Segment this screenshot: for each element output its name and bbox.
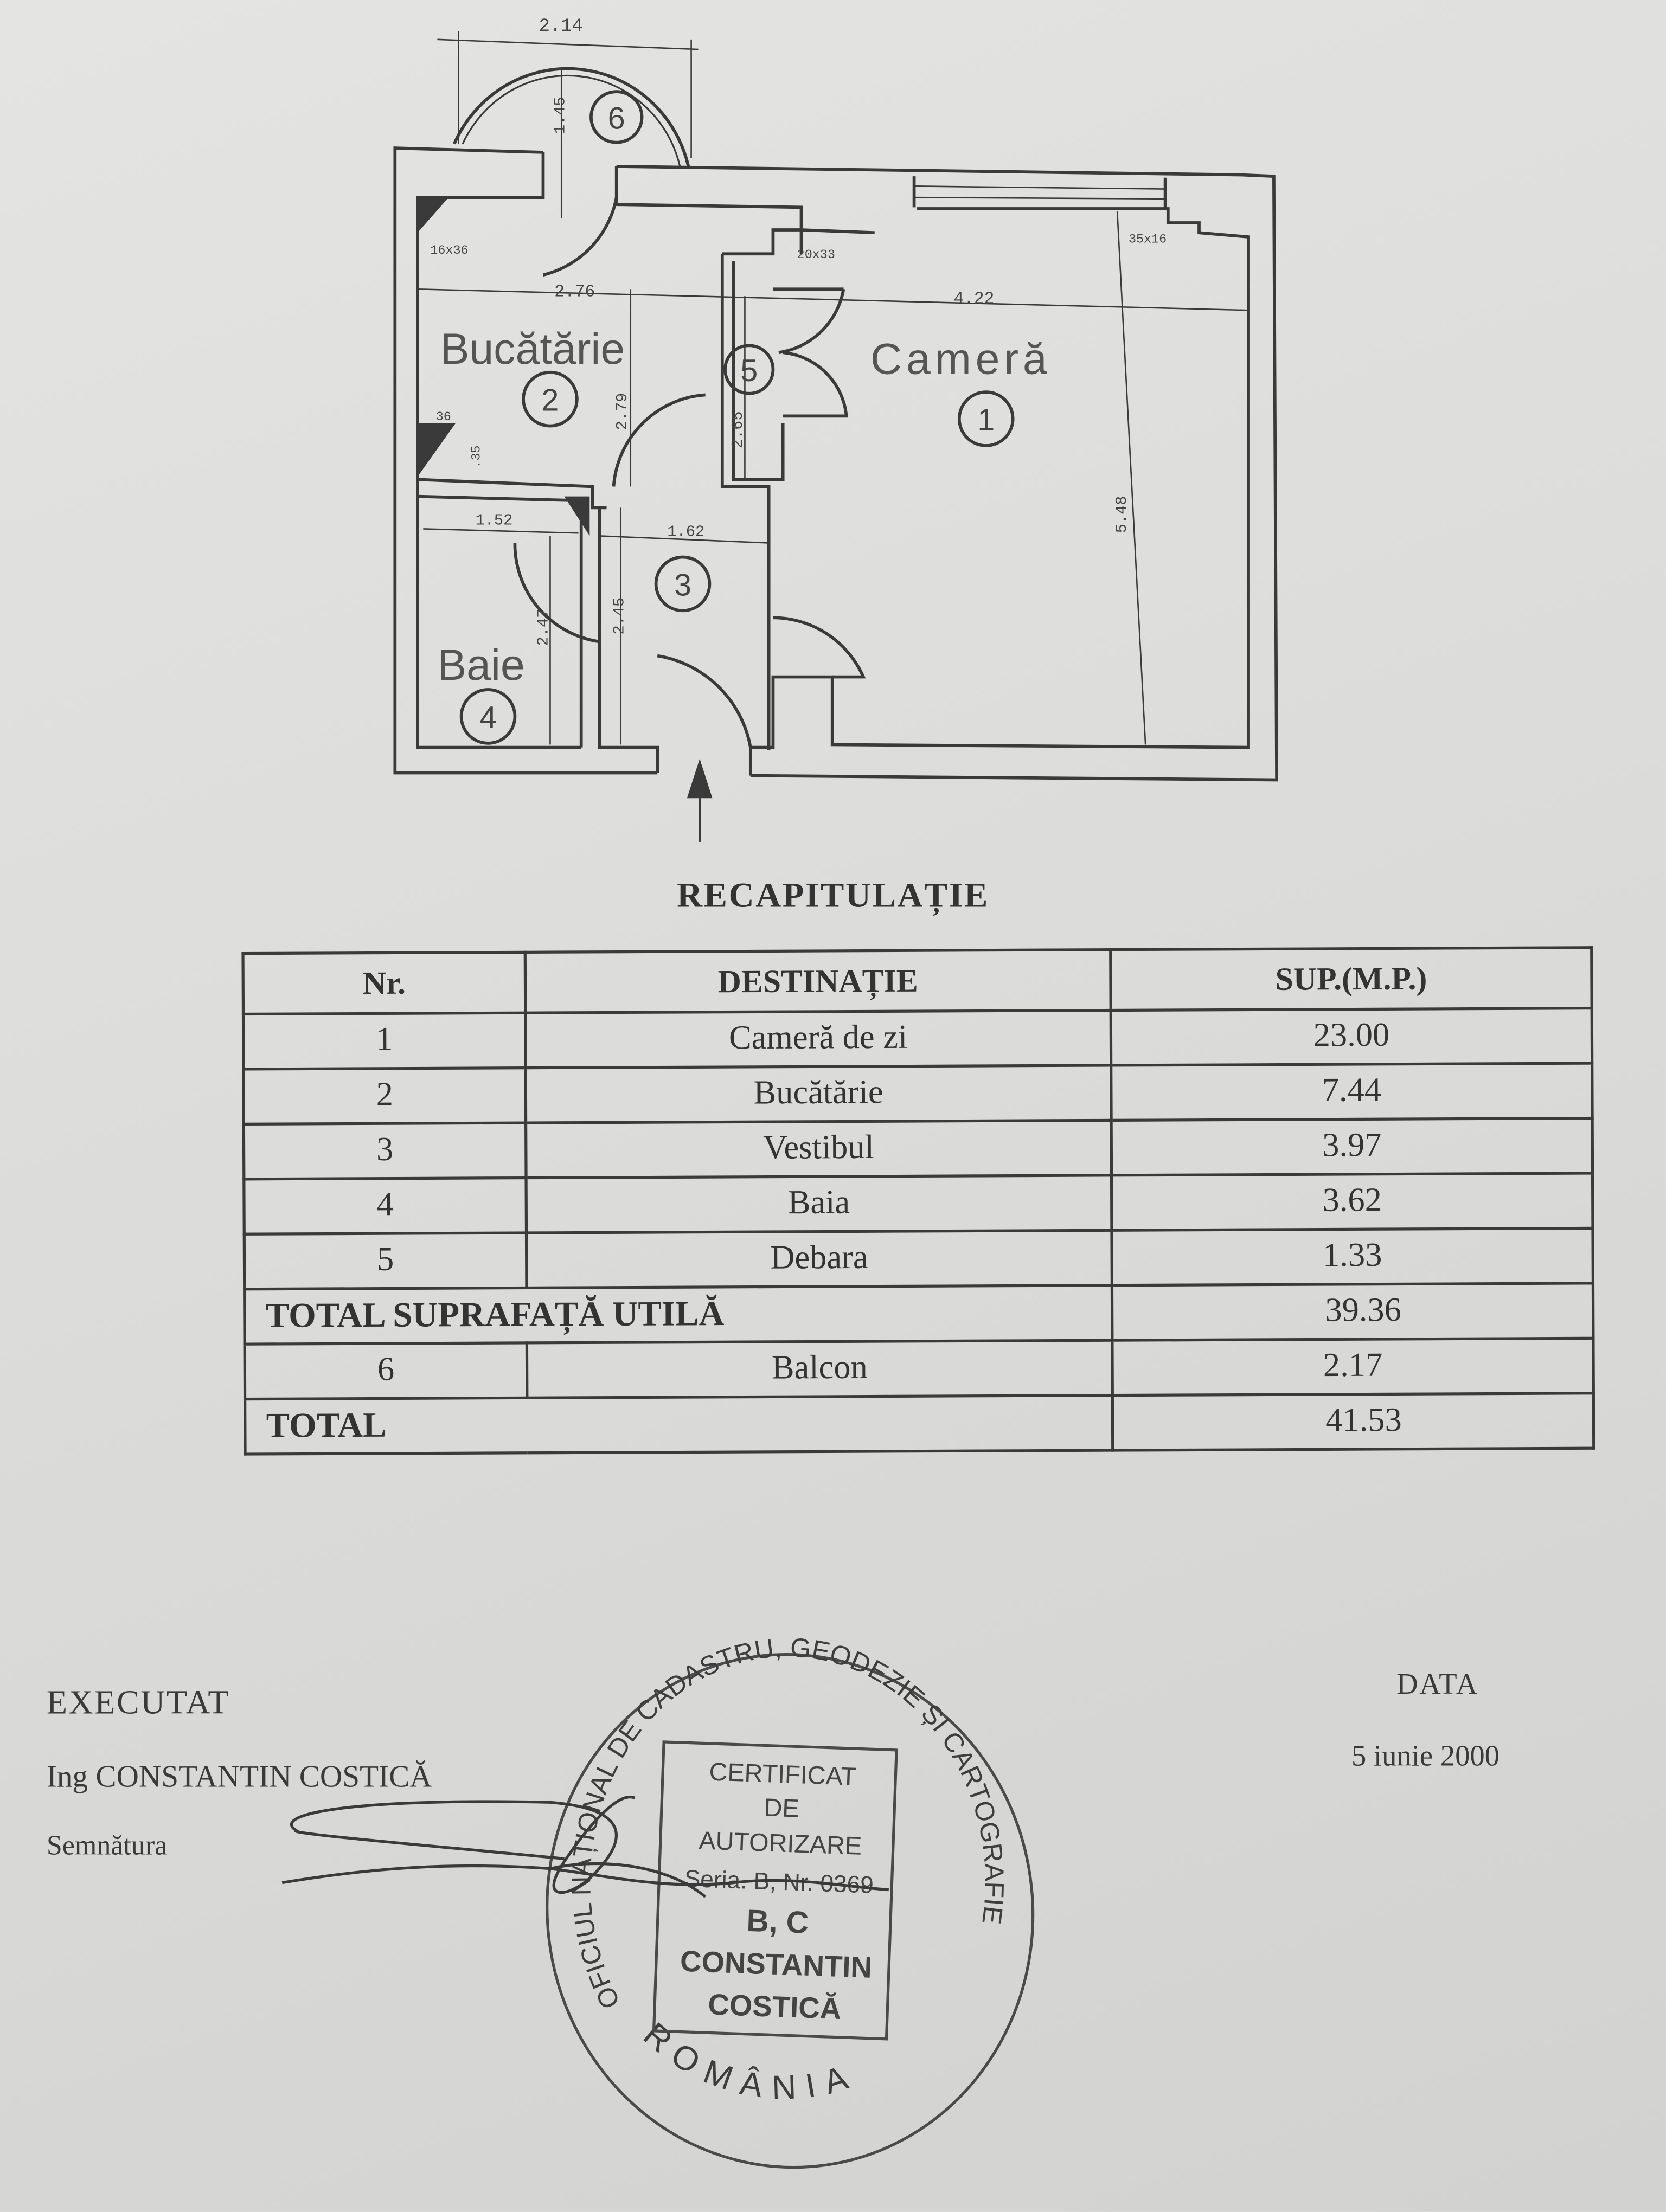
door-bath: [513, 543, 600, 644]
svg-text:4: 4: [479, 700, 497, 735]
signature: [281, 1796, 889, 1898]
door-kitchen: [612, 393, 706, 487]
room-number-5: 5: [723, 344, 775, 395]
storage-wall: [722, 228, 803, 256]
room-label-kitchen: Bucătărie: [440, 325, 625, 374]
signature-label: Semnătura: [46, 1830, 168, 1862]
stamp-line: CONSTANTIN: [680, 1945, 873, 1984]
dim-line: [423, 528, 579, 534]
storage-wall: [732, 261, 785, 481]
dim-duct-small: 36: [436, 410, 451, 425]
balcony-arc-inner: [462, 74, 681, 167]
dim-duct-storage: 20x33: [797, 248, 835, 262]
stamp-line: AUTORIZARE: [699, 1826, 862, 1860]
outer-wall: [393, 146, 658, 775]
date-label: DATA: [1396, 1667, 1479, 1701]
window: [914, 196, 1165, 200]
dim-balcony-depth: 1.45: [551, 97, 569, 134]
door-hall-room: [773, 616, 866, 679]
dim-duct-small-2: .35: [470, 445, 484, 468]
stamp-line: CERTIFICAT: [709, 1758, 857, 1791]
dim-duct-room: 35x16: [1129, 233, 1167, 247]
stamp-line: B, C: [746, 1904, 809, 1940]
inner-wall: [598, 507, 659, 773]
stamp-country: ROMÂNIA: [636, 2015, 863, 2107]
inner-wall: [748, 207, 1250, 776]
date-value: 5 iunie 2000: [1351, 1739, 1500, 1773]
room-label-room: Cameră: [870, 335, 1052, 383]
window: [914, 185, 1165, 190]
dim-hall-width: 1.62: [667, 523, 704, 541]
dim-duct-kitchen: 16x36: [430, 244, 468, 258]
dim-balcony-width: 2.14: [539, 16, 583, 37]
svg-text:5: 5: [740, 353, 758, 388]
dim-bath-depth: 2.47: [534, 609, 552, 646]
room-label-bath: Baie: [437, 641, 524, 690]
storage-wall: [720, 254, 771, 750]
stamp-box: [652, 1740, 898, 2041]
dim-room-width: 4.22: [953, 290, 994, 308]
room-number-3: 3: [654, 555, 712, 613]
dim-line: [437, 38, 699, 50]
balcony-arc: [452, 67, 690, 167]
dim-hall-depth: 2.45: [611, 597, 629, 635]
svg-text:2: 2: [542, 383, 559, 418]
room-number-6: 6: [589, 90, 644, 144]
door-room: [783, 351, 848, 418]
door-storage: [778, 288, 845, 355]
floor-plan: 6 2 5 1 3 4 Bucătărie Cameră Baie 2.14 1…: [393, 16, 1278, 842]
inner-wall: [614, 166, 875, 235]
dim-kitchen-width: 2.76: [554, 282, 595, 301]
recap-title: RECAPITULAȚIE: [677, 877, 989, 916]
room-number-4: 4: [459, 688, 517, 745]
svg-text:6: 6: [608, 101, 625, 136]
outer-wall: [616, 165, 1278, 782]
dim-line: [417, 288, 1249, 311]
svg-text:1: 1: [977, 403, 995, 438]
stamp-line: Seria. B, Nr. 0369: [684, 1866, 874, 1899]
room-number-1: 1: [957, 390, 1015, 447]
dim-room-depth: 5.48: [1113, 496, 1131, 533]
executed-label: EXECUTAT: [46, 1685, 230, 1722]
stamp-line: DE: [764, 1793, 800, 1823]
door-entrance: [657, 654, 752, 748]
dim-storage-depth: 2.65: [729, 411, 747, 448]
svg-text:3: 3: [674, 568, 691, 602]
engineer-name: Ing CONSTANTIN COSTICĂ: [46, 1758, 432, 1794]
dim-bath-width: 1.52: [476, 512, 513, 530]
arrow-up-icon: [687, 758, 713, 842]
stamp-border: [546, 1653, 1035, 2169]
stamp-line: COSTICĂ: [707, 1988, 842, 2025]
door-balcony: [542, 197, 618, 277]
room-number-2: 2: [522, 370, 579, 428]
dim-kitchen-depth: 2.79: [613, 393, 631, 430]
dim-line: [1116, 211, 1146, 745]
dim-line: [599, 535, 769, 544]
